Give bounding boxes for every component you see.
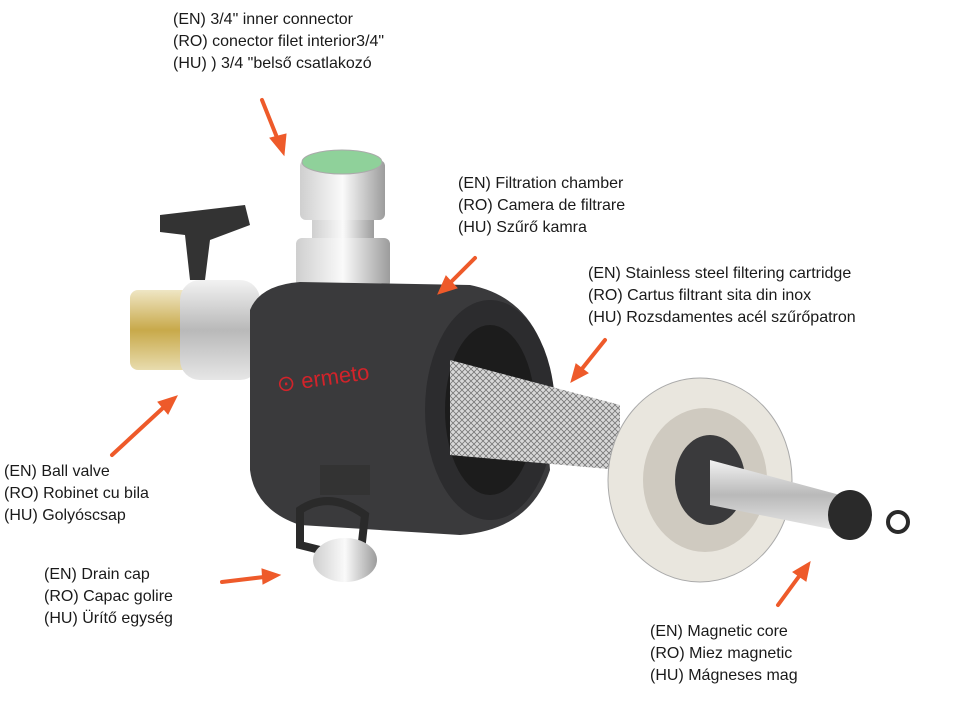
arrow-icon-magnetic-core xyxy=(776,560,811,607)
callout-drain-cap: (EN) Drain cap (RO) Capac golire (HU) Ür… xyxy=(44,564,173,630)
arrow-icon-chamber xyxy=(437,256,477,295)
label-en: (EN) Magnetic core xyxy=(650,623,788,640)
callout-filtration-chamber: (EN) Filtration chamber (RO) Camera de f… xyxy=(458,173,625,239)
label-en: (EN) 3/4" inner connector xyxy=(173,11,353,28)
label-en: (EN) Ball valve xyxy=(4,463,110,480)
label-hu: (HU) Golyóscsap xyxy=(4,507,126,524)
label-hu: (HU) Szűrő kamra xyxy=(458,219,587,236)
callout-magnetic-core: (EN) Magnetic core (RO) Miez magnetic (H… xyxy=(650,621,798,687)
label-ro: (RO) Miez magnetic xyxy=(650,645,793,662)
arrow-icon-connector xyxy=(260,98,287,157)
label-en: (EN) Filtration chamber xyxy=(458,175,624,192)
arrow-icon-drain-cap xyxy=(220,568,282,585)
label-hu: (HU) Mágneses mag xyxy=(650,667,798,684)
label-ro: (RO) Capac golire xyxy=(44,588,173,605)
drain-cap xyxy=(296,497,377,582)
callout-inner-connector: (EN) 3/4" inner connector (RO) conector … xyxy=(173,9,384,75)
arrow-icon-ball-valve xyxy=(110,395,178,457)
arrow-icon-cartridge xyxy=(570,338,607,383)
inner-connector xyxy=(296,149,390,288)
magnetic-core xyxy=(710,460,910,540)
label-hu: (HU) Ürítő egység xyxy=(44,610,173,627)
filtering-cartridge xyxy=(450,360,620,470)
label-hu: (HU) ) 3/4 "belső csatlakozó xyxy=(173,55,372,72)
ball-valve xyxy=(130,205,260,380)
label-en: (EN) Drain cap xyxy=(44,566,150,583)
label-en: (EN) Stainless steel filtering cartridge xyxy=(588,265,852,282)
label-hu: (HU) Rozsdamentes acél szűrőpatron xyxy=(588,309,856,326)
label-ro: (RO) Cartus filtrant sita din inox xyxy=(588,287,812,304)
filtration-chamber: ⊙ ermeto xyxy=(250,282,555,535)
label-ro: (RO) Robinet cu bila xyxy=(4,485,149,502)
label-ro: (RO) Camera de filtrare xyxy=(458,197,626,214)
callout-filtering-cartridge: (EN) Stainless steel filtering cartridge… xyxy=(588,263,856,329)
callout-ball-valve: (EN) Ball valve (RO) Robinet cu bila (HU… xyxy=(4,461,149,527)
label-ro: (RO) conector filet interior3/4" xyxy=(173,33,385,50)
